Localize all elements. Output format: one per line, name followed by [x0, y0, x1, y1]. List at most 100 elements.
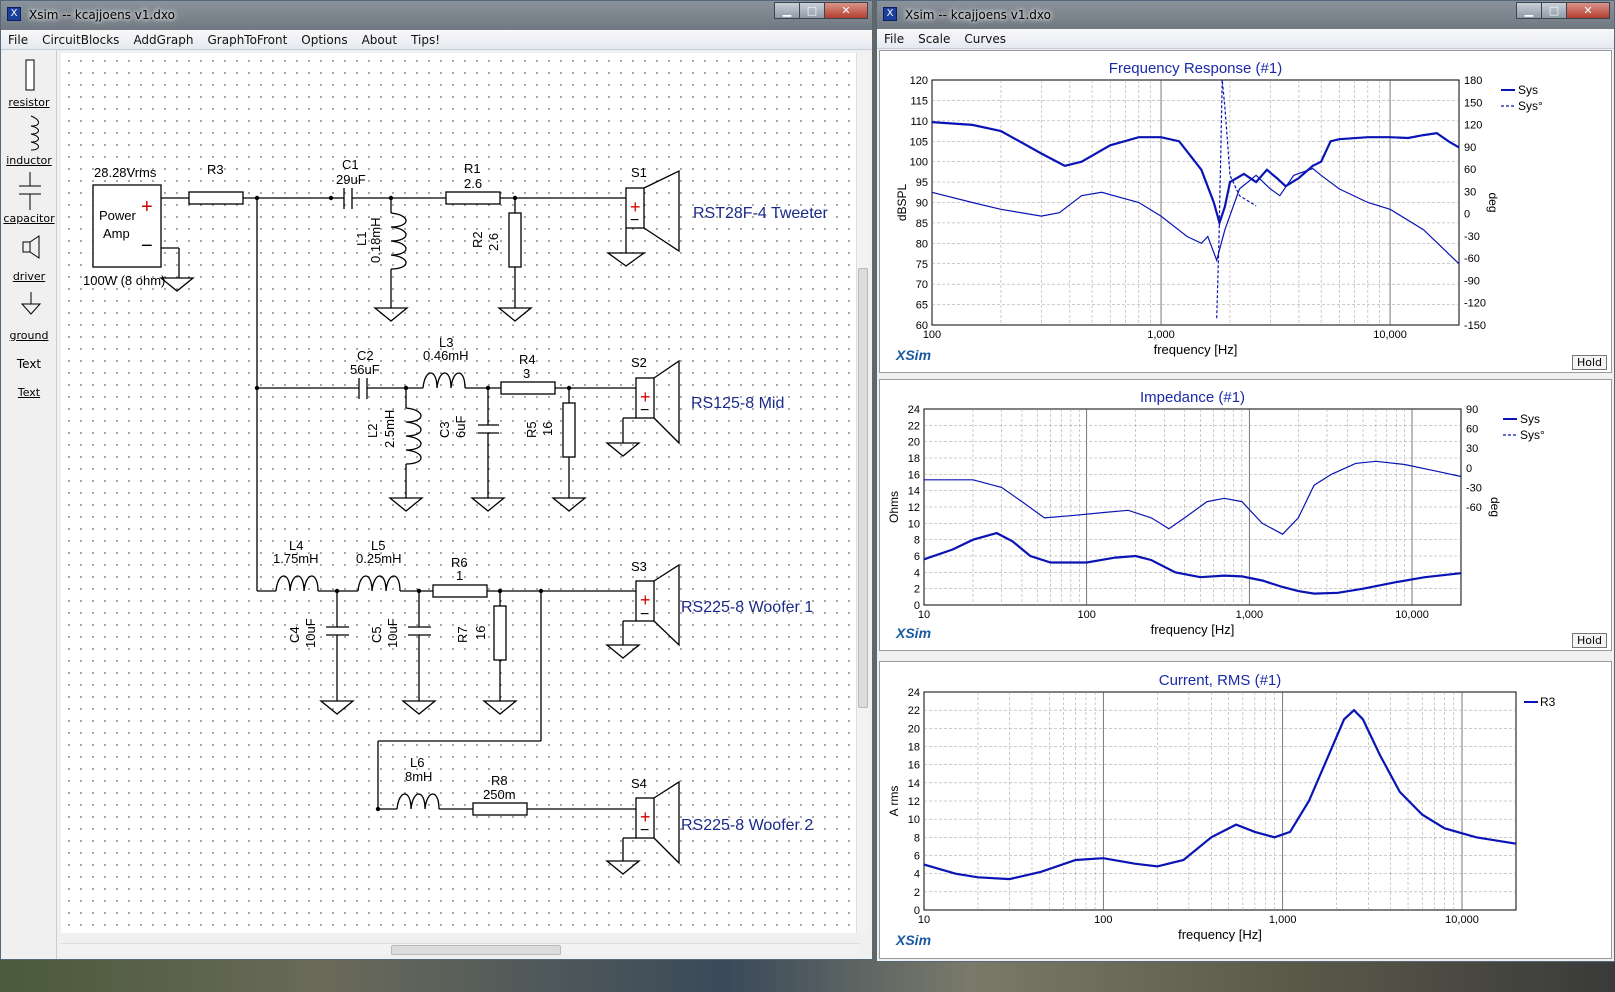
- menu-graphtofront[interactable]: GraphToFront: [207, 33, 288, 47]
- y-tick-label: 90: [916, 198, 928, 210]
- sys-phase-wide-curve: [931, 167, 1460, 265]
- x-axis-label: frequency [Hz]: [1151, 622, 1235, 637]
- s2-driver[interactable]: [635, 377, 655, 419]
- l1-inductor[interactable]: [390, 212, 407, 270]
- s4-driver[interactable]: [635, 797, 655, 839]
- r2-name: R2: [470, 231, 485, 248]
- r6-value: 1: [456, 568, 463, 583]
- r8-resistor[interactable]: [472, 802, 528, 816]
- schematic-canvas[interactable]: + − + + + + − − − − 28.28Vrms Power Amp …: [61, 53, 859, 933]
- y-tick-label: 85: [916, 218, 928, 230]
- menu-tips[interactable]: Tips!: [411, 33, 441, 47]
- y-tick-label: 105: [910, 136, 928, 148]
- horizontal-scrollbar[interactable]: [61, 943, 859, 955]
- vertical-scrollbar[interactable]: [856, 53, 868, 933]
- component-toolbox: resistor inductor capacitor driver groun…: [1, 50, 57, 959]
- l3-inductor[interactable]: [422, 372, 466, 389]
- horizontal-scroll-thumb[interactable]: [391, 945, 561, 955]
- r4-resistor[interactable]: [500, 381, 556, 395]
- power-amp-box[interactable]: [92, 184, 162, 268]
- l5-name: L5: [371, 538, 385, 553]
- y-tick-label: 60: [916, 320, 928, 332]
- x-tick-label: 1,000: [1236, 609, 1264, 621]
- tool-text[interactable]: Text: [17, 386, 41, 399]
- menu-bar: File Scale Curves: [877, 29, 1614, 49]
- schematic-titlebar[interactable]: X Xsim -- kcajjoens v1.dxo ▁ □ ✕: [1, 1, 872, 30]
- r8-name: R8: [491, 773, 508, 788]
- y2-tick-label: -150: [1464, 320, 1486, 332]
- y-tick-label: 10: [908, 814, 920, 826]
- ground-tool-icon[interactable]: [20, 292, 42, 316]
- y2-tick-label: -30: [1464, 231, 1480, 243]
- maximize-button[interactable]: □: [1541, 2, 1567, 19]
- x-tick-label: 10: [918, 914, 930, 926]
- x-tick-label: 1,000: [1269, 914, 1297, 926]
- maximize-button[interactable]: □: [799, 2, 825, 19]
- tool-text-preview[interactable]: Text: [16, 357, 42, 371]
- legend-label[interactable]: Sys°: [1518, 99, 1543, 113]
- c2-value: 56uF: [350, 362, 380, 377]
- l6-inductor[interactable]: [396, 793, 440, 810]
- close-button[interactable]: ✕: [824, 2, 868, 19]
- driver-tool-icon[interactable]: [21, 234, 43, 260]
- tool-ground[interactable]: ground: [9, 329, 49, 342]
- y2-tick-label: -60: [1464, 253, 1480, 265]
- minimize-button[interactable]: ▁: [1516, 2, 1542, 19]
- r1-resistor[interactable]: [445, 191, 501, 205]
- menu-circuitblocks[interactable]: CircuitBlocks: [42, 33, 120, 47]
- y2-tick-label: -90: [1464, 275, 1480, 287]
- y-axis-label: dBSPL: [895, 183, 909, 221]
- y-axis-label: Ohms: [887, 491, 901, 523]
- s3-driver[interactable]: [635, 580, 655, 622]
- l5-inductor[interactable]: [357, 575, 401, 592]
- legend-label[interactable]: R3: [1540, 695, 1556, 709]
- r7-resistor[interactable]: [493, 605, 507, 661]
- close-button[interactable]: ✕: [1566, 2, 1610, 19]
- r6-resistor[interactable]: [432, 584, 488, 598]
- x-tick-label: 10,000: [1445, 914, 1479, 926]
- menu-scale[interactable]: Scale: [918, 32, 951, 46]
- y-tick-label: 2: [914, 887, 920, 899]
- tool-inductor[interactable]: inductor: [6, 154, 52, 167]
- menu-about[interactable]: About: [361, 33, 398, 47]
- y-tick-label: 24: [908, 687, 920, 699]
- hold-button[interactable]: Hold: [1571, 355, 1607, 370]
- graph-title: Current, RMS (#1): [1159, 672, 1282, 689]
- legend-label[interactable]: Sys: [1520, 412, 1540, 426]
- graph-titlebar[interactable]: X Xsim -- kcajjoens v1.dxo ▁ □ ✕: [877, 1, 1614, 29]
- y2-tick-label: -30: [1466, 482, 1482, 494]
- vertical-scroll-thumb[interactable]: [858, 268, 868, 708]
- legend-label[interactable]: Sys°: [1520, 428, 1545, 442]
- l4-inductor[interactable]: [275, 575, 319, 592]
- s1-driver[interactable]: [625, 187, 645, 229]
- c4-value: 10uF: [303, 618, 318, 648]
- resistor-tool-icon[interactable]: [23, 58, 37, 92]
- y-tick-label: 12: [908, 796, 920, 808]
- tool-capacitor[interactable]: capacitor: [3, 212, 55, 225]
- inductor-tool-icon[interactable]: [23, 114, 43, 154]
- menu-file[interactable]: File: [884, 32, 905, 46]
- legend-label[interactable]: Sys: [1518, 83, 1538, 97]
- y2-tick-label: 60: [1464, 164, 1476, 176]
- tool-resistor[interactable]: resistor: [8, 96, 50, 109]
- r5-resistor[interactable]: [562, 402, 576, 458]
- hold-button[interactable]: Hold: [1571, 633, 1607, 648]
- s2-minus-sign: −: [640, 402, 649, 419]
- menu-file[interactable]: File: [8, 33, 29, 47]
- y-tick-label: 120: [910, 75, 928, 87]
- r2-resistor[interactable]: [508, 212, 522, 268]
- l2-inductor[interactable]: [405, 407, 422, 465]
- c4-name: C4: [287, 626, 302, 643]
- menu-options[interactable]: Options: [301, 33, 348, 47]
- r3-resistor[interactable]: [188, 191, 244, 205]
- menu-curves[interactable]: Curves: [964, 32, 1007, 46]
- tool-driver[interactable]: driver: [12, 270, 46, 283]
- x-axis-label: frequency [Hz]: [1178, 927, 1262, 942]
- menu-addgraph[interactable]: AddGraph: [133, 33, 194, 47]
- minimize-button[interactable]: ▁: [774, 2, 800, 19]
- y2-tick-label: 0: [1464, 209, 1470, 221]
- capacitor-tool-icon[interactable]: [17, 172, 43, 210]
